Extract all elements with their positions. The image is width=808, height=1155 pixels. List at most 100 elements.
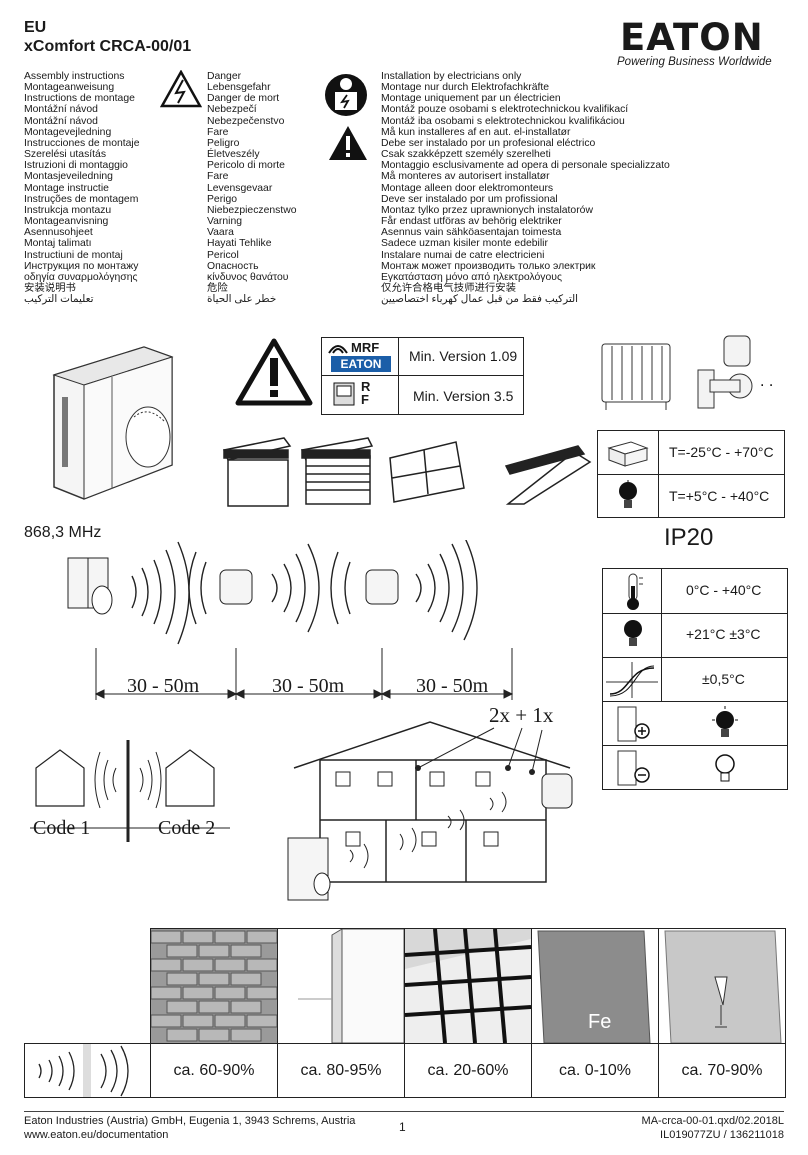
attention-triangle-icon: [235, 338, 313, 406]
assembly-instructions-item: Instructiuni de montaj: [24, 249, 123, 261]
electricians-only-item: Montaggio esclusivamente ad opera di per…: [381, 160, 670, 172]
assembly-instructions-item: Szerelési utasítás: [24, 149, 107, 161]
hysteresis-curve-icon: [606, 662, 658, 698]
thermometer-icon: [627, 573, 643, 610]
repeater-note: 2x + 1x: [489, 703, 554, 727]
electricians-only-item: Montáž iba osobami s elektrotechnickou k…: [381, 115, 625, 127]
wireless-icon: [328, 345, 348, 354]
assembly-instructions-item: Instruções de montagem: [24, 193, 139, 205]
danger-item: Fare: [207, 171, 229, 183]
assembly-instructions-item: Montageanvisning: [24, 216, 109, 228]
glass-penetration: ca. 70-90%: [658, 1043, 786, 1098]
assembly-instructions-item: Montagevejledning: [24, 126, 112, 138]
setpoint-value: +21°C ±3°C: [686, 626, 761, 642]
page-number: 1: [399, 1120, 406, 1134]
caution-icon: [329, 126, 367, 160]
distance-3: 30 - 50m: [416, 675, 489, 697]
assembly-instructions-item: Montaj talimatı: [24, 238, 92, 250]
danger-item: Danger de mort: [207, 93, 280, 105]
danger-item: Nebezpečenstvo: [207, 115, 285, 127]
frequency-label: 868,3 MHz: [24, 524, 102, 541]
shutters-windows-image: [222, 437, 592, 507]
concrete-penetration: ca. 20-60%: [404, 1043, 532, 1098]
electricians-only-item: Får endast utföras av behörig elektriker: [381, 216, 562, 228]
assembly-instructions-item: Инструкция по монтажу: [24, 260, 139, 272]
radio-range-diagram: [67, 540, 514, 700]
storage-box-icon: [607, 441, 649, 467]
electricians-only-item: Montáž pouze osobami s elektrotechnickou…: [381, 104, 629, 116]
code-houses-diagram: [30, 740, 230, 842]
distance-1: 30 - 50m: [127, 675, 200, 697]
version-table: MRF EATON Min. Version 1.09 R F Min. Ver…: [321, 337, 524, 415]
bulb-on-icon: [712, 706, 738, 737]
drywall-cell: [277, 928, 405, 1044]
brick-wall-icon: [150, 930, 278, 1042]
document-id: IL019077ZU / 136211018: [660, 1129, 784, 1141]
code-1-label: Code 1: [33, 817, 91, 839]
product-title: xComfort CRCA-00/01: [24, 38, 192, 55]
assembly-instructions-item: Montage instructie: [24, 182, 109, 194]
assembly-instructions-item: تعليمات التركيب: [24, 294, 94, 306]
electricians-only-item: Må kun installeres af en aut. el-install…: [381, 126, 571, 138]
temperature-table: T=-25°C - +70°C T=+5°C - +40°C: [597, 430, 785, 518]
drywall-icon: [298, 928, 405, 1044]
eaton-mrf-badge: EATON: [331, 356, 391, 372]
danger-item: Varning: [207, 216, 243, 228]
electricians-only-item: Montage alleen door elektromonteurs: [381, 182, 554, 194]
house-section-diagram: [287, 721, 573, 901]
electricians-only-item: Installation by electricians only: [381, 71, 522, 82]
signal-waves-icon: [38, 1044, 129, 1097]
hysteresis-value: ±0,5°C: [702, 671, 745, 687]
electricians-only-item: Montage nur durch Elektrofachkräfte: [381, 82, 550, 94]
danger-item: Fare: [207, 126, 229, 138]
danger-item: Danger: [207, 71, 242, 82]
radiator-image: [601, 343, 671, 410]
rf-controller-icon: [333, 382, 355, 406]
file-reference: MA-crca-00-01.qxd/02.2018L: [641, 1115, 784, 1127]
decrease-button-icon: [617, 750, 650, 786]
electricians-only-item: Монтаж может производить только электрик: [381, 260, 596, 272]
operating-temperature: T=+5°C - +40°C: [669, 488, 770, 504]
rebar-grid-icon: [404, 928, 532, 1044]
spec-table: 0°C - +40°C +21°C ±3°C ±0,5°C: [602, 568, 788, 790]
electricians-only-item: Må monteres av autorisert installatør: [381, 171, 550, 183]
danger-item: Perigo: [207, 193, 238, 205]
danger-item: Опасность: [207, 260, 259, 272]
lightbulb-icon: [619, 480, 637, 508]
assembly-instructions-item: οδηγία συναρμολόγησης: [24, 271, 138, 283]
mrf-label: MRF: [351, 340, 380, 355]
danger-item: Niebezpieczenstwo: [207, 204, 297, 216]
electricians-only-item: Asennus vain sähköasentajan toimesta: [381, 227, 562, 239]
assembly-instructions-item: Instrukcja montazu: [24, 204, 112, 216]
brand-tagline: Powering Business Worldwide: [617, 56, 772, 68]
assembly-instructions-item: Montážní návod: [24, 115, 98, 127]
metal-cell: Fe: [531, 928, 659, 1044]
footer-divider: [24, 1111, 784, 1112]
assembly-instructions-item: Assembly instructions: [24, 71, 125, 82]
bulb-off-icon: [715, 754, 735, 782]
danger-item: Vaara: [207, 227, 234, 239]
danger-item: Lebensgefahr: [207, 82, 271, 94]
electricians-only-item: Deve ser instalado por um profissional: [381, 193, 558, 205]
danger-item: 危险: [207, 282, 228, 294]
danger-item: خطر على الحياة: [207, 294, 277, 306]
rf-label: R F: [361, 379, 371, 407]
reinforced-concrete-cell: [404, 928, 532, 1044]
assembly-instructions-item: Instructions de montage: [24, 93, 135, 105]
danger-item: κίνδυνος θανάτου: [207, 271, 289, 283]
metal-penetration: ca. 0-10%: [531, 1043, 659, 1098]
distance-2: 30 - 50m: [272, 675, 345, 697]
electricians-only-item: Montage uniquement par un électricien: [381, 93, 561, 105]
electricians-only-item: Instalare numai de catre electricieni: [381, 249, 545, 261]
valve-actuator-image: · ·: [697, 335, 773, 409]
ip-rating: IP20: [664, 524, 714, 551]
danger-item: Peligro: [207, 137, 240, 149]
mrf-min-version: Min. Version 1.09: [409, 348, 518, 364]
assembly-instructions-item: Montážní návod: [24, 104, 98, 116]
website-link[interactable]: www.eaton.eu/documentation: [24, 1129, 169, 1141]
electricians-only-item: Debe ser instalado por un profesional el…: [381, 137, 596, 149]
eaton-logo: EATON: [620, 16, 764, 59]
